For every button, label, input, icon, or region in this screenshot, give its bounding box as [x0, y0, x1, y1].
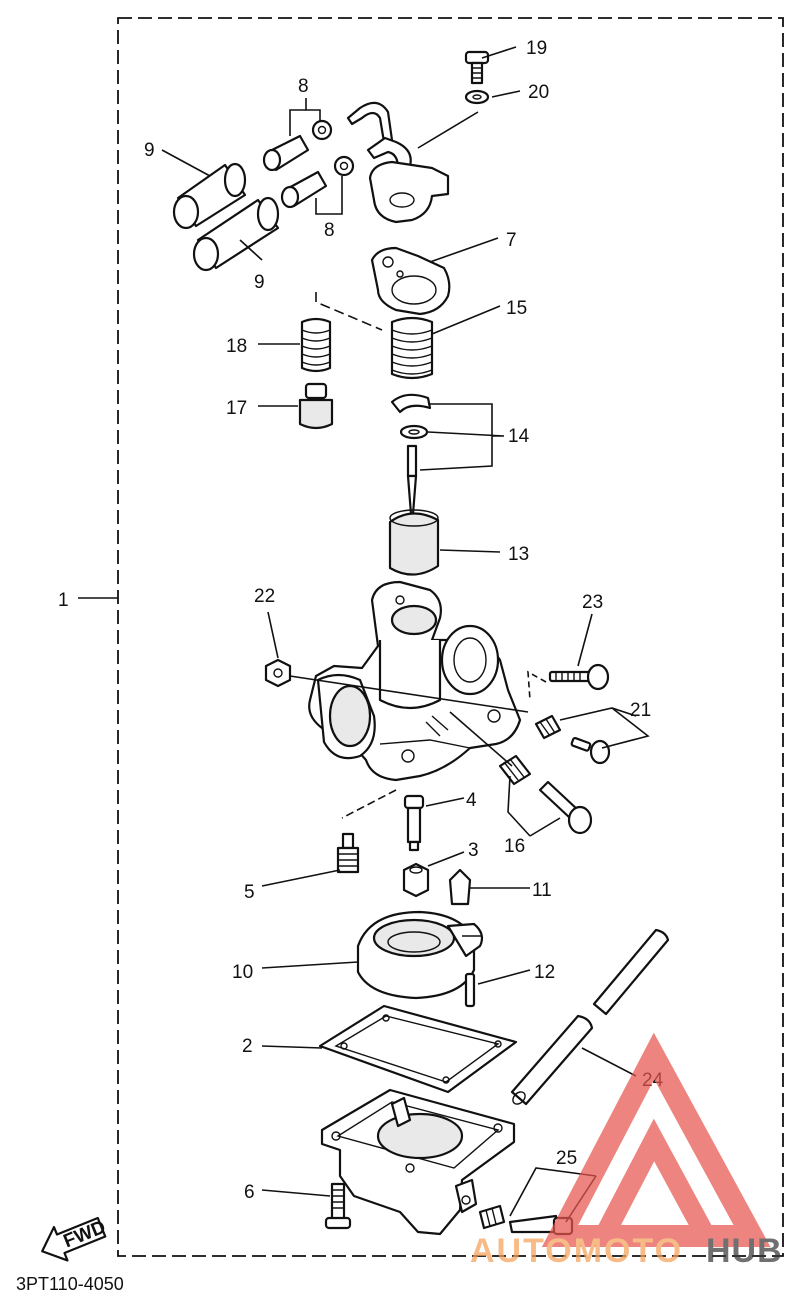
leader-lines — [78, 46, 650, 1223]
callout-10: 10 — [232, 962, 253, 983]
callout-7: 7 — [506, 230, 517, 251]
callout-14: 14 — [508, 426, 530, 447]
fwd-arrow-icon: FWD — [41, 1217, 109, 1262]
callout-5: 5 — [244, 882, 255, 903]
callout-18: 18 — [226, 336, 247, 357]
part-2-gasket — [318, 1004, 518, 1094]
callout-2: 2 — [242, 1036, 253, 1057]
callout-3: 3 — [468, 840, 479, 861]
part-12-float-pin — [464, 972, 476, 1008]
part-8-nuts — [262, 119, 355, 209]
part-14-clips-needle — [390, 393, 432, 516]
part-21-pilot-screw-spring — [534, 714, 611, 765]
callout-13: 13 — [508, 544, 529, 565]
part-20-washer — [464, 89, 490, 105]
callout-8-bottom: 8 — [324, 220, 335, 241]
callout-25: 25 — [556, 1148, 577, 1169]
part-15-spring — [390, 316, 434, 380]
part-5-pilot-jet — [336, 832, 360, 874]
callout-4: 4 — [466, 790, 477, 811]
callout-9-bottom: 9 — [254, 272, 265, 293]
top-cover-pipe — [346, 101, 450, 224]
part-6-screw — [324, 1182, 352, 1230]
callout-8-top: 8 — [298, 76, 309, 97]
part-9-caps — [172, 162, 280, 272]
assembly-border — [117, 17, 784, 1257]
part-7-plate — [370, 246, 451, 316]
part-19-screw — [464, 50, 490, 85]
part-4-needle-jet — [403, 794, 425, 852]
automotohub-logo: AUTOMOTO HUB — [470, 1032, 783, 1270]
callout-20: 20 — [528, 82, 549, 103]
part-16-idle-screw — [498, 754, 593, 835]
callout-1: 1 — [58, 590, 69, 611]
part-18-spring — [300, 317, 332, 373]
callout-22: 22 — [254, 586, 275, 607]
callout-11: 11 — [532, 880, 552, 901]
logo-text-automoto: AUTOMOTO — [470, 1232, 683, 1270]
callout-21: 21 — [630, 700, 651, 721]
float-chamber — [320, 1088, 516, 1236]
callout-6: 6 — [244, 1182, 255, 1203]
callout-23: 23 — [582, 592, 603, 613]
part-10-float — [356, 910, 484, 1000]
callout-17: 17 — [226, 398, 247, 419]
callout-12: 12 — [534, 962, 555, 983]
callout-9-top: 9 — [144, 140, 155, 161]
carburetor-body — [308, 580, 522, 782]
part-13-throttle-valve — [388, 509, 440, 576]
part-17-valve — [298, 382, 334, 430]
callout-19: 19 — [526, 38, 547, 59]
part-22-nut — [264, 658, 292, 688]
callout-15: 15 — [506, 298, 527, 319]
part-code: 3PT110-4050 — [16, 1274, 124, 1294]
part-11-needle-valve — [448, 868, 472, 906]
part-24-hoses — [510, 928, 670, 1106]
logo-text-hub: HUB — [706, 1232, 783, 1270]
callout-16: 16 — [504, 836, 525, 857]
part-3-main-jet — [402, 862, 430, 898]
part-23-screw — [548, 663, 610, 691]
